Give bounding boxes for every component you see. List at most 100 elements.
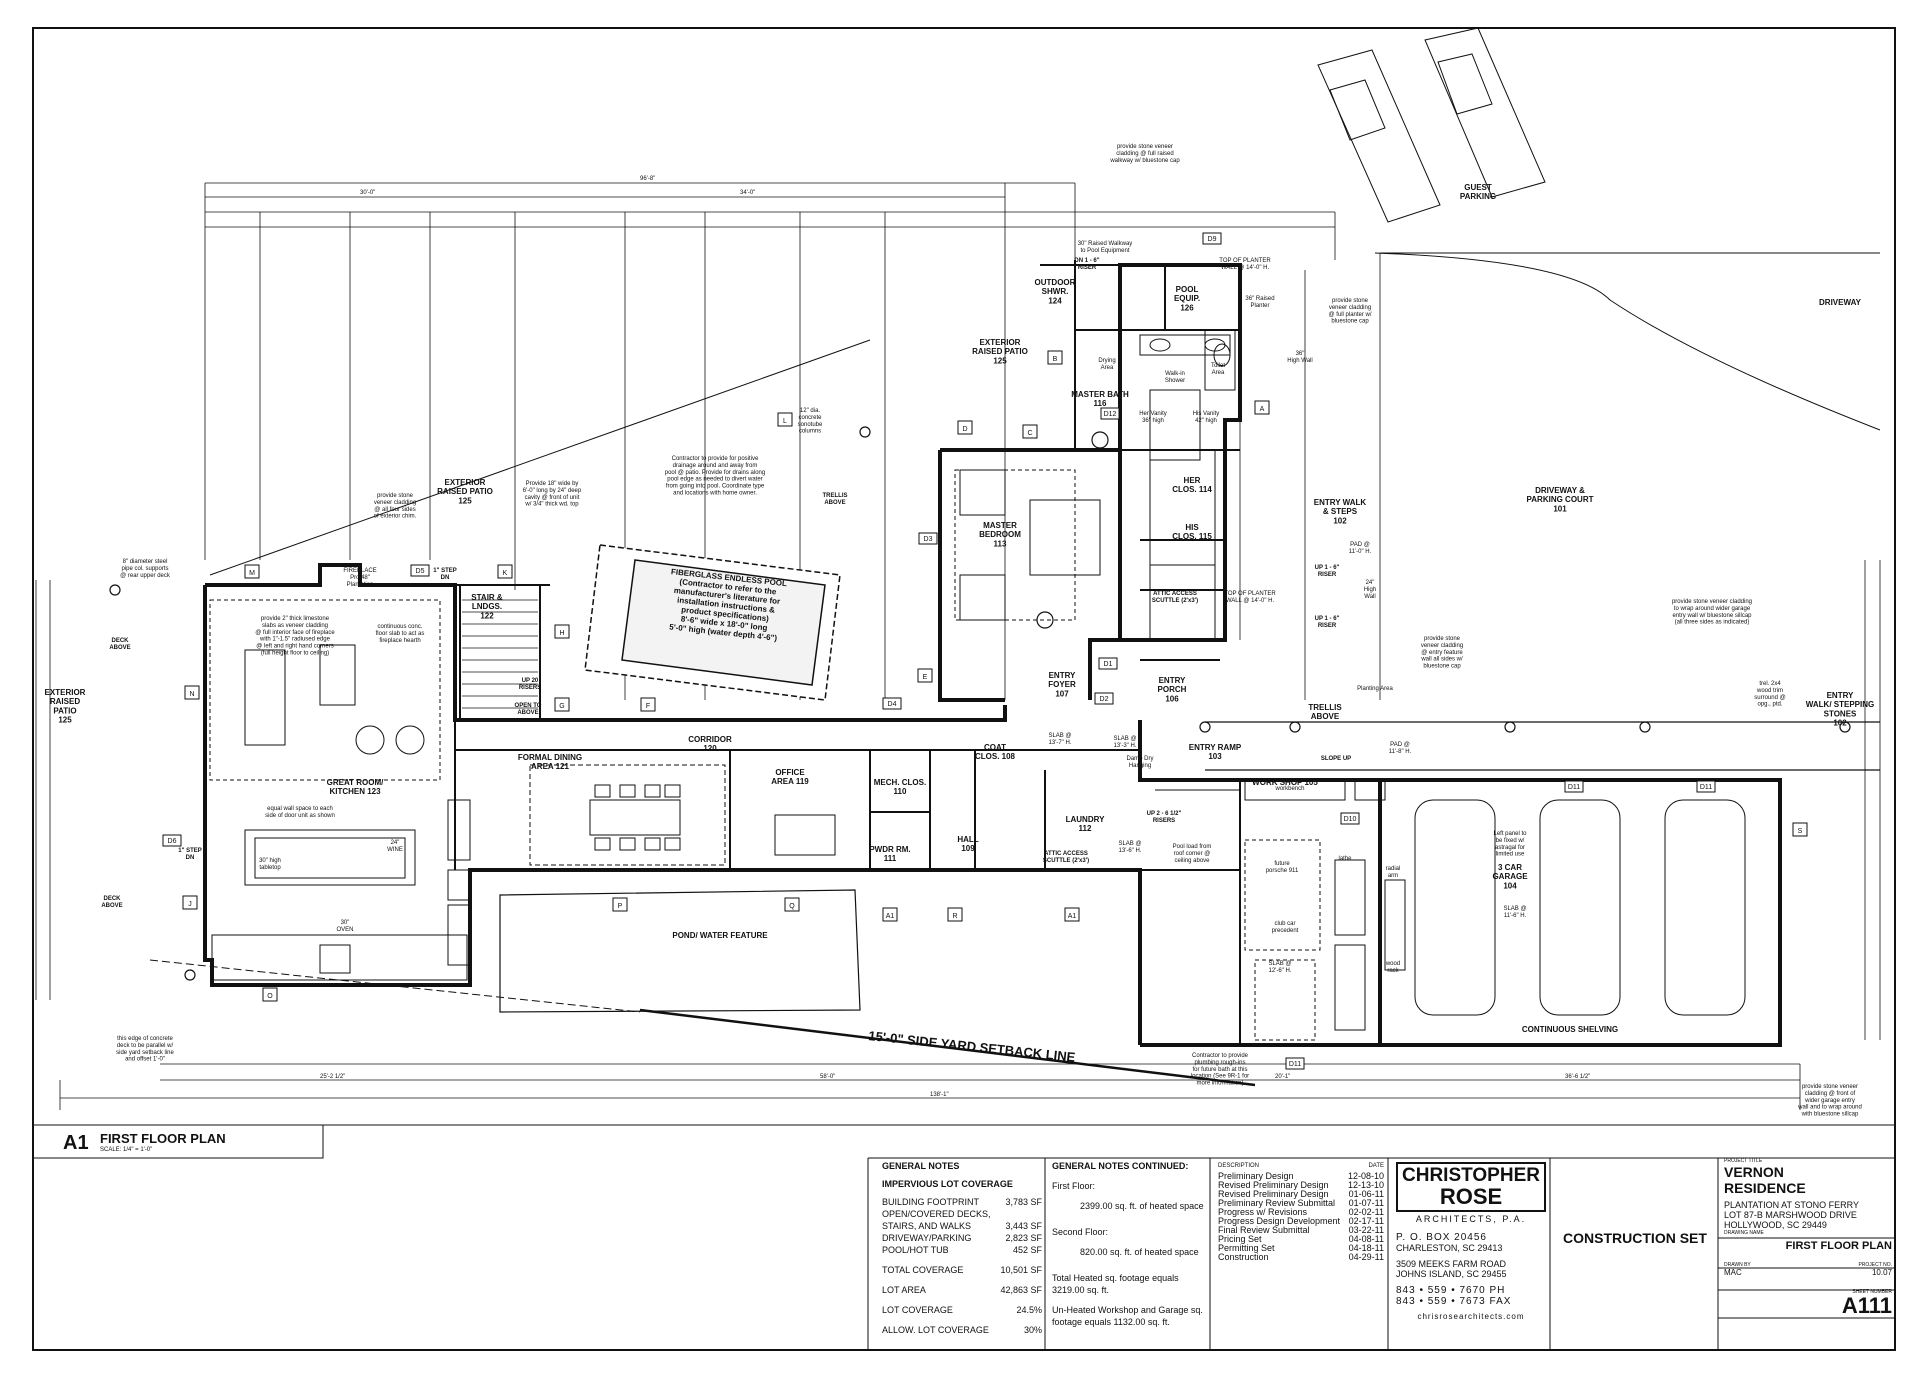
svg-text:58'-0": 58'-0" (820, 1074, 835, 1080)
note-n35: UP 1 - 6"RISER (1315, 616, 1340, 629)
firm-block: CHRISTOPHER ROSE ARCHITECTS, P.A. P. O. … (1396, 1162, 1546, 1321)
room-label-rshelf: CONTINUOUS SHELVING (1522, 1025, 1618, 1034)
svg-text:E: E (923, 674, 928, 681)
door-tag: D1 (1098, 657, 1118, 670)
note-n54: 30"OVEN (336, 920, 353, 933)
svg-text:R: R (952, 913, 957, 920)
door-tag: D10 (1340, 812, 1360, 825)
project-address-2: LOT 87-B MARSHWOOD DRIVE (1724, 1210, 1857, 1220)
coverage-value: 452 SF (1012, 1245, 1042, 1255)
firm-web: chrisrosearchitects.com (1417, 1312, 1525, 1321)
sheet-number: A111 (1841, 1293, 1892, 1318)
firm-name-2: ROSE (1439, 1184, 1503, 1209)
grid-tag: P (612, 897, 628, 912)
grid-tag: N (184, 685, 200, 700)
revision-date: 01-07-11 (1348, 1198, 1384, 1208)
firm-po: P. O. BOX 20456 (1396, 1232, 1487, 1243)
svg-text:N: N (189, 691, 194, 698)
svg-text:C: C (1027, 430, 1032, 437)
patio-edge-line (209, 339, 871, 576)
revision-description: Progress w/ Revisions (1218, 1207, 1308, 1217)
project-no: 10.07 (1871, 1268, 1892, 1277)
svg-text:D1: D1 (1104, 661, 1113, 668)
guest-parking-cars (1317, 27, 1881, 431)
svg-text:96'-8": 96'-8" (640, 176, 655, 182)
revision-row: Progress w/ Revisions 02-02-11 (1218, 1208, 1384, 1217)
grid-tag: C (1022, 424, 1038, 439)
exterior-walls (203, 263, 1782, 1047)
bedroom-furniture (954, 469, 1101, 621)
firm-street: 3509 MEEKS FARM ROAD (1396, 1259, 1507, 1269)
svg-text:D10: D10 (1344, 816, 1357, 823)
revision-date: 03-22-11 (1348, 1225, 1384, 1235)
drawn-by-label: DRAWN BY (1724, 1262, 1751, 1268)
grid-tag: G (554, 697, 570, 712)
drawing-name-label: DRAWING NAME (1724, 1230, 1764, 1236)
door-tag: D5 (410, 564, 430, 577)
svg-text:P: P (618, 903, 623, 910)
svg-text:D11: D11 (1700, 784, 1712, 791)
svg-text:D12: D12 (1104, 411, 1117, 418)
firm-fax: 843 • 559 • 7673 FAX (1396, 1296, 1512, 1307)
svg-text:D: D (962, 426, 967, 433)
svg-text:30'-0": 30'-0" (360, 190, 375, 196)
svg-text:20'-1": 20'-1" (1275, 1074, 1290, 1080)
grid-tag: A (1254, 400, 1270, 415)
revision-date: 01-06-11 (1348, 1189, 1384, 1199)
revision-date-label: DATE (1368, 1163, 1384, 1169)
svg-text:S: S (1798, 828, 1803, 835)
note-n26: PAD @11'-8" H. (1389, 742, 1412, 755)
svg-text:D11: D11 (1289, 1061, 1301, 1068)
dining-furniture (529, 764, 836, 866)
bath-fixtures (1139, 329, 1236, 461)
coverage-label: BUILDING FOOTPRINT (882, 1197, 980, 1207)
grid-tag: R (947, 907, 963, 922)
door-tag: D11 (1564, 780, 1584, 793)
grid-tag: S (1792, 822, 1808, 837)
firm-subtitle: ARCHITECTS, P.A. (1415, 1214, 1527, 1224)
general-notes-continued: GENERAL NOTES CONTINUED: First Floor: 23… (1052, 1160, 1204, 1328)
grid-tag: H (554, 624, 570, 639)
svg-text:Q: Q (789, 903, 795, 910)
revision-description: Preliminary Review Submittal (1218, 1198, 1336, 1208)
grid-tag: A1 (882, 907, 898, 922)
sheet-border (32, 27, 1896, 1351)
coverage-label: POOL/HOT TUB (882, 1245, 949, 1255)
svg-text:A: A (1260, 406, 1265, 413)
room-label-rdrive: DRIVEWAY (1819, 298, 1862, 307)
revision-date: 02-02-11 (1348, 1207, 1384, 1217)
door-tag: D3 (918, 532, 938, 545)
grid-tag: M (244, 564, 260, 579)
note-n58: Planting Area (1357, 686, 1393, 692)
unheated-area: Un-Heated Workshop and Garage sq. footag… (1052, 1305, 1203, 1327)
note-n29: SLAB @11'-6" H. (1503, 906, 1526, 919)
notes-continued-heading: GENERAL NOTES CONTINUED: (1052, 1161, 1189, 1171)
